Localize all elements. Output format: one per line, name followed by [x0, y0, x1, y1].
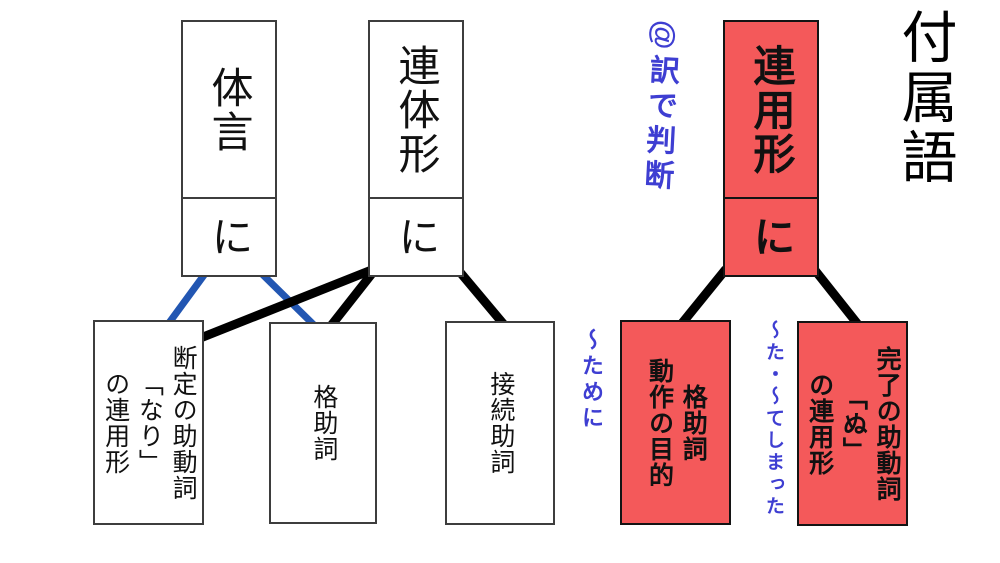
connector-taigen-dantei [163, 268, 210, 330]
box-renyoukei-particle-area: に [725, 197, 817, 275]
box-dantei-nari-label: 断定の助動詞 「なり」 の連用形 [101, 344, 198, 501]
box-taigen-particle-area: に [183, 197, 275, 275]
box-rentaikei-particle: に [393, 215, 440, 259]
box-taigen-label: 体言 [206, 65, 253, 154]
box-kakujoshi-mokuteki: 格助詞 動作の目的 [620, 320, 731, 525]
page-title: 付属語 [894, 8, 957, 188]
box-kakujoshi-mokuteki-label: 格助詞 動作の目的 [645, 357, 708, 488]
handwritten-note-ta-teshimatta: 〜た・〜てしまった [763, 320, 784, 518]
box-renyoukei: 連用形 に [723, 20, 819, 277]
handwritten-note-tameni: 〜ために [579, 328, 604, 432]
connector-rentaikei-setsuzoku [455, 268, 510, 330]
box-rentaikei: 連体形 に [368, 20, 464, 277]
connector-renyoukei-kanryou [810, 266, 864, 330]
box-setsuzoku-joshi: 接続助詞 [445, 321, 555, 525]
box-rentaikei-label-area: 連体形 [370, 22, 462, 197]
box-kanryou-nu: 完了の助動詞 「ぬ」 の連用形 [797, 321, 908, 526]
box-renyoukei-label: 連用形 [748, 43, 795, 176]
box-taigen-label-area: 体言 [183, 22, 275, 197]
connector-renyoukei-mokuteki [675, 266, 730, 330]
box-rentaikei-label: 連体形 [393, 43, 440, 176]
connector-rentaikei-kakujoshi [326, 268, 378, 330]
box-dantei-nari: 断定の助動詞 「なり」 の連用形 [93, 320, 204, 525]
box-kanryou-nu-label: 完了の助動詞 「ぬ」 の連用形 [805, 345, 902, 502]
box-renyoukei-particle: に [748, 215, 795, 259]
box-kakujoshi-label: 格助詞 [309, 384, 338, 462]
box-taigen-particle: に [206, 215, 253, 259]
box-setsuzoku-joshi-label: 接続助詞 [486, 371, 515, 475]
box-renyoukei-label-area: 連用形 [725, 22, 817, 197]
box-taigen: 体言 に [181, 20, 277, 277]
connector-rentaikei-dantei [196, 264, 376, 344]
handwritten-note-judge-by-translation: @訳で判断 [638, 19, 681, 196]
box-rentaikei-particle-area: に [370, 197, 462, 275]
box-kakujoshi: 格助詞 [269, 322, 377, 524]
